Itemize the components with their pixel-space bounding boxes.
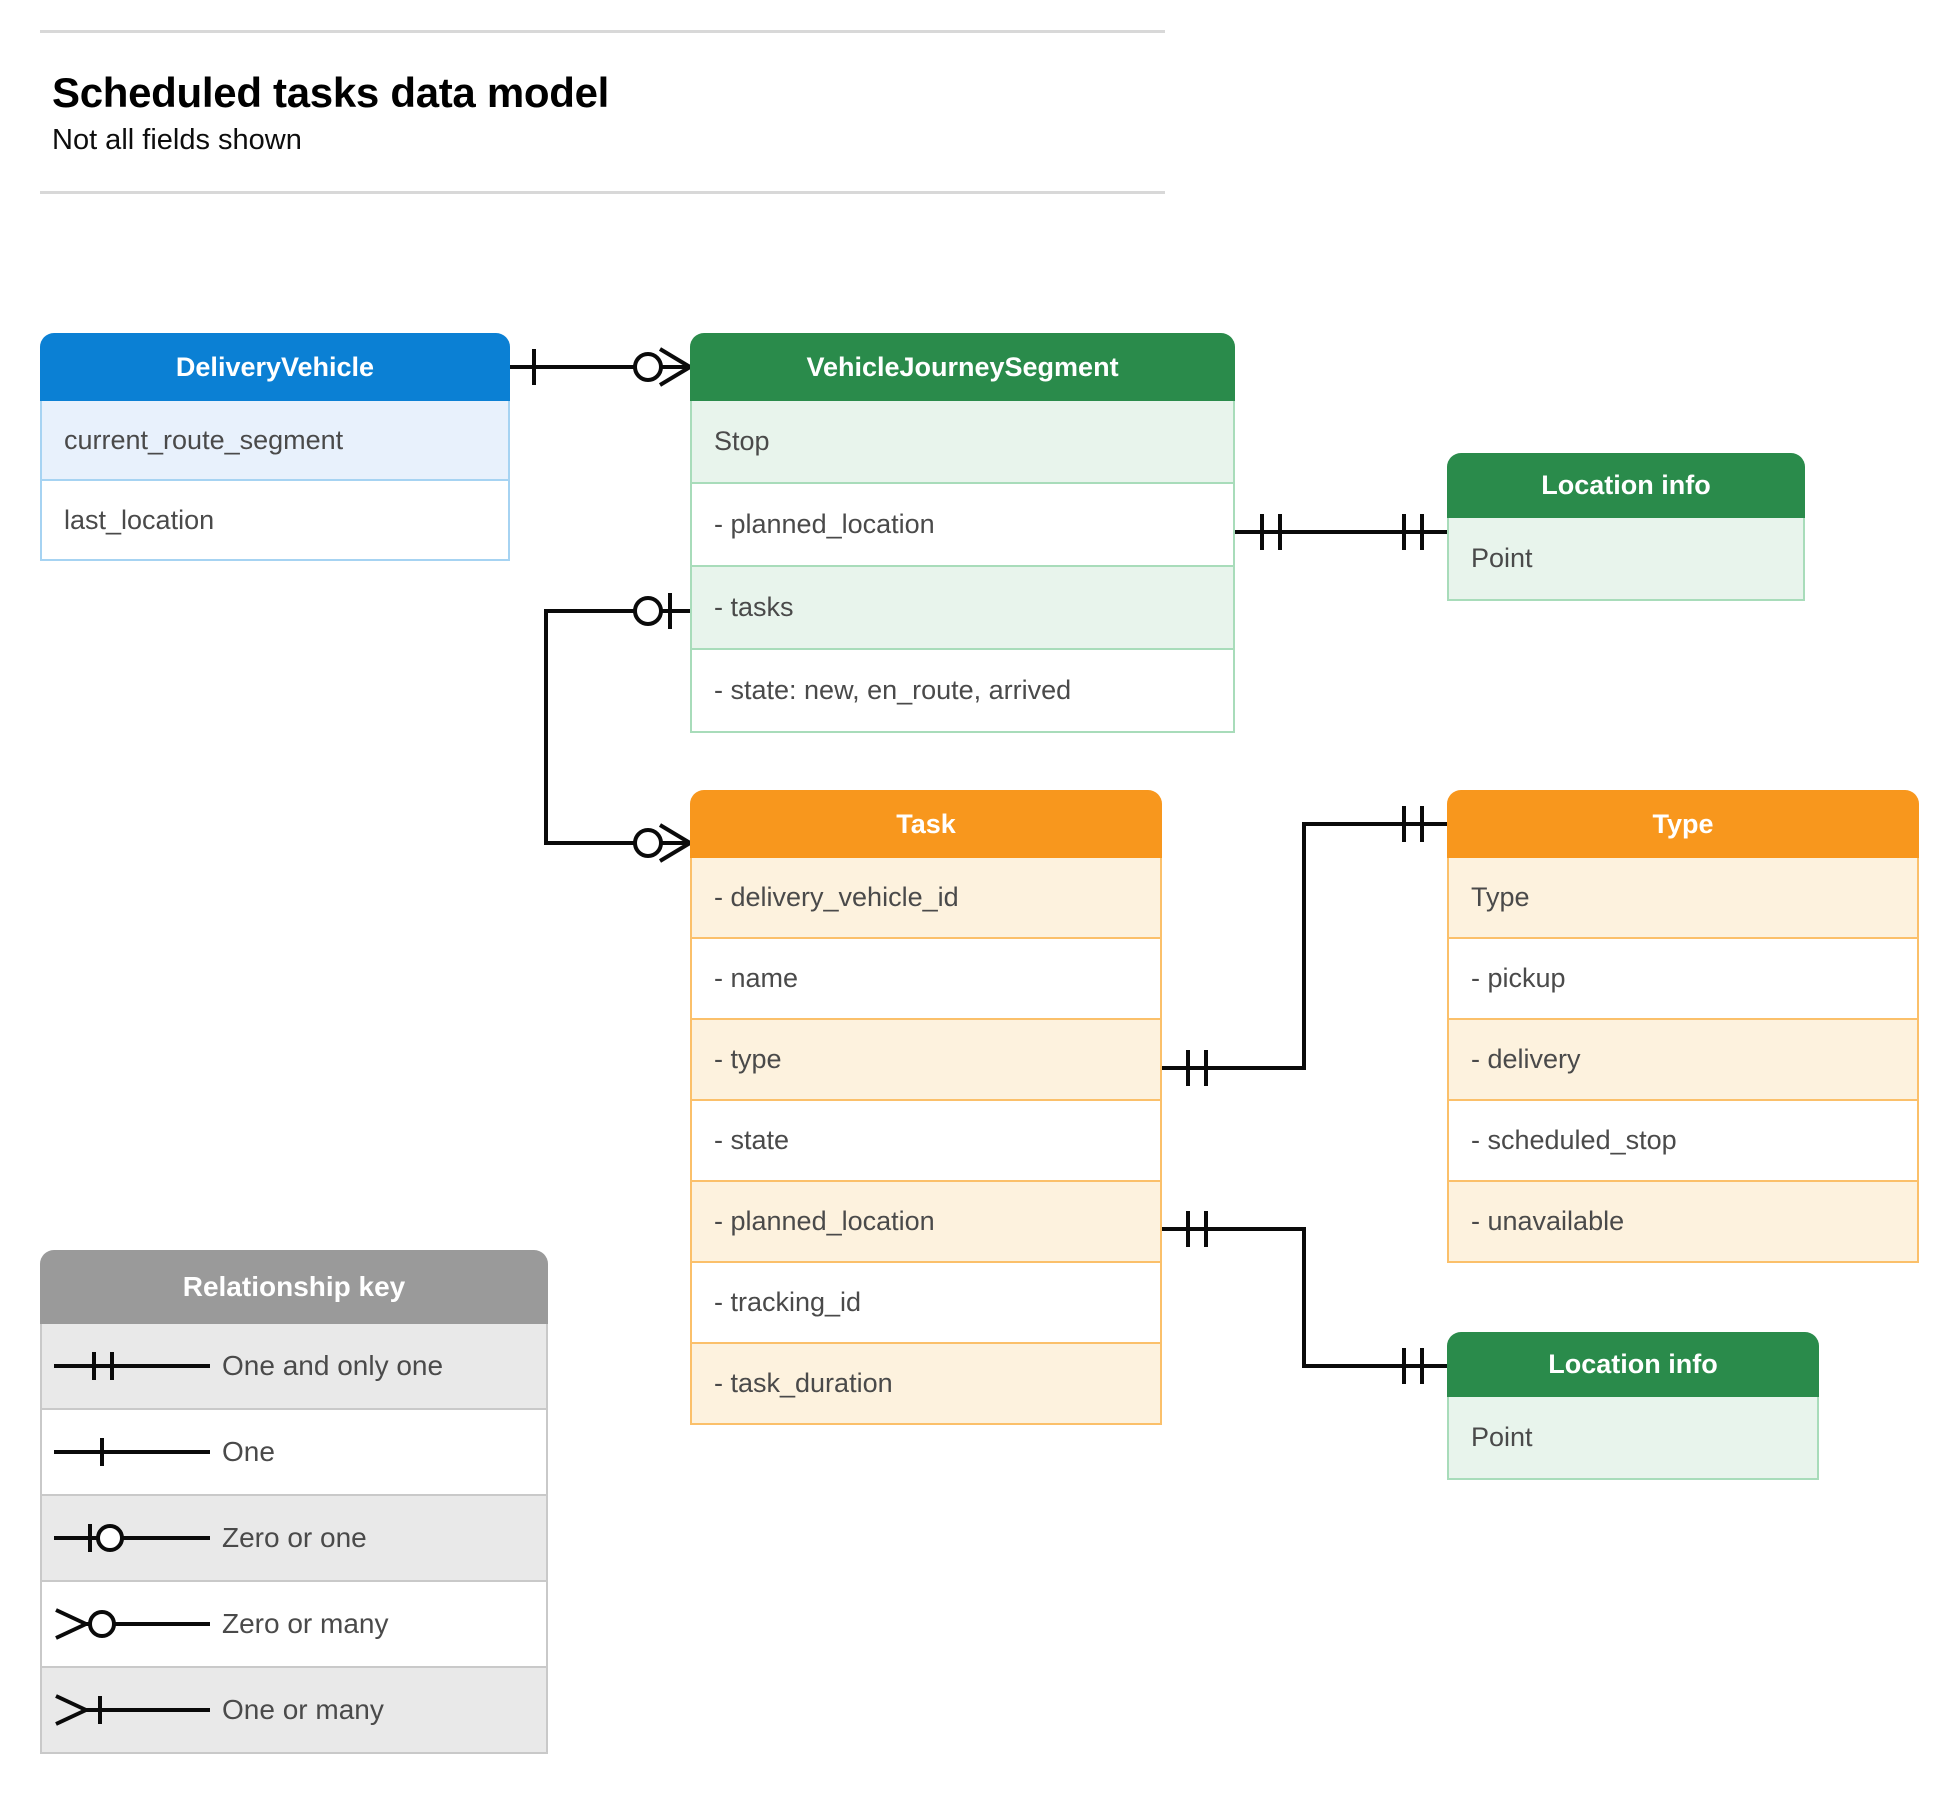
entity-row[interactable]: - planned_location: [690, 1182, 1162, 1263]
legend-label: Zero or many: [222, 1608, 389, 1639]
entity-row[interactable]: current_route_segment: [40, 401, 510, 481]
one-or-many-icon: [42, 1668, 222, 1752]
entity-row[interactable]: - pickup: [1447, 939, 1919, 1020]
connector-task-planned-location-to-location-info: [1162, 1211, 1447, 1384]
connector-task-type-to-type: [1162, 806, 1447, 1086]
page-subtitle: Not all fields shown: [52, 124, 302, 157]
zero-or-one-icon: [42, 1496, 222, 1580]
entity-row[interactable]: - delivery: [1447, 1020, 1919, 1101]
relationship-key-title: Relationship key: [40, 1250, 548, 1324]
entity-delivery-vehicle[interactable]: DeliveryVehicle current_route_segment la…: [40, 333, 510, 561]
legend-label: One or many: [222, 1694, 384, 1725]
entity-row[interactable]: last_location: [40, 481, 510, 561]
relationship-key-legend: Relationship key One and only one One: [40, 1250, 548, 1754]
legend-item-zero-or-many: Zero or many: [40, 1582, 548, 1668]
legend-item-one-and-only-one: One and only one: [40, 1324, 548, 1410]
header-rule-top: [40, 30, 1165, 33]
entity-location-info-bottom-title: Location info: [1447, 1332, 1819, 1397]
entity-vehicle-journey-segment[interactable]: VehicleJourneySegment Stop - planned_loc…: [690, 333, 1235, 733]
entity-row[interactable]: - planned_location: [690, 484, 1235, 567]
entity-row[interactable]: - tasks: [690, 567, 1235, 650]
document-header: Scheduled tasks data model Not all field…: [40, 30, 1165, 195]
entity-type[interactable]: Type Type - pickup - delivery - schedule…: [1447, 790, 1919, 1263]
one-icon: [42, 1410, 222, 1494]
entity-row[interactable]: - name: [690, 939, 1162, 1020]
entity-row[interactable]: - scheduled_stop: [1447, 1101, 1919, 1182]
zero-or-many-icon: [42, 1582, 222, 1666]
entity-row[interactable]: Type: [1447, 858, 1919, 939]
entity-location-info-top[interactable]: Location info Point: [1447, 453, 1805, 601]
entity-location-info-top-title: Location info: [1447, 453, 1805, 518]
entity-row[interactable]: Point: [1447, 1397, 1819, 1480]
legend-item-zero-or-one: Zero or one: [40, 1496, 548, 1582]
page-title: Scheduled tasks data model: [52, 69, 610, 116]
entity-type-title: Type: [1447, 790, 1919, 858]
entity-row[interactable]: Point: [1447, 518, 1805, 601]
entity-delivery-vehicle-title: DeliveryVehicle: [40, 333, 510, 401]
entity-row[interactable]: - tracking_id: [690, 1263, 1162, 1344]
legend-item-one: One: [40, 1410, 548, 1496]
entity-row[interactable]: - state: new, en_route, arrived: [690, 650, 1235, 733]
one-and-only-one-icon: [42, 1324, 222, 1408]
entity-row[interactable]: - task_duration: [690, 1344, 1162, 1425]
entity-row[interactable]: - unavailable: [1447, 1182, 1919, 1263]
entity-row[interactable]: - state: [690, 1101, 1162, 1182]
entity-task[interactable]: Task - delivery_vehicle_id - name - type…: [690, 790, 1162, 1425]
entity-row[interactable]: - type: [690, 1020, 1162, 1101]
connector-delivery-vehicle-to-vjs: [510, 347, 692, 387]
legend-label: One and only one: [222, 1350, 444, 1381]
connector-vjs-planned-location-to-location-info: [1235, 514, 1447, 550]
entity-task-title: Task: [690, 790, 1162, 858]
entity-vehicle-journey-segment-title: VehicleJourneySegment: [690, 333, 1235, 401]
header-rule-bottom: [40, 191, 1165, 195]
connector-vjs-tasks-to-task: [544, 593, 692, 863]
entity-row[interactable]: Stop: [690, 401, 1235, 484]
legend-label: Zero or one: [222, 1522, 367, 1553]
entity-row[interactable]: - delivery_vehicle_id: [690, 858, 1162, 939]
legend-item-one-or-many: One or many: [40, 1668, 548, 1754]
entity-location-info-bottom[interactable]: Location info Point: [1447, 1332, 1819, 1480]
legend-label: One: [222, 1436, 275, 1467]
